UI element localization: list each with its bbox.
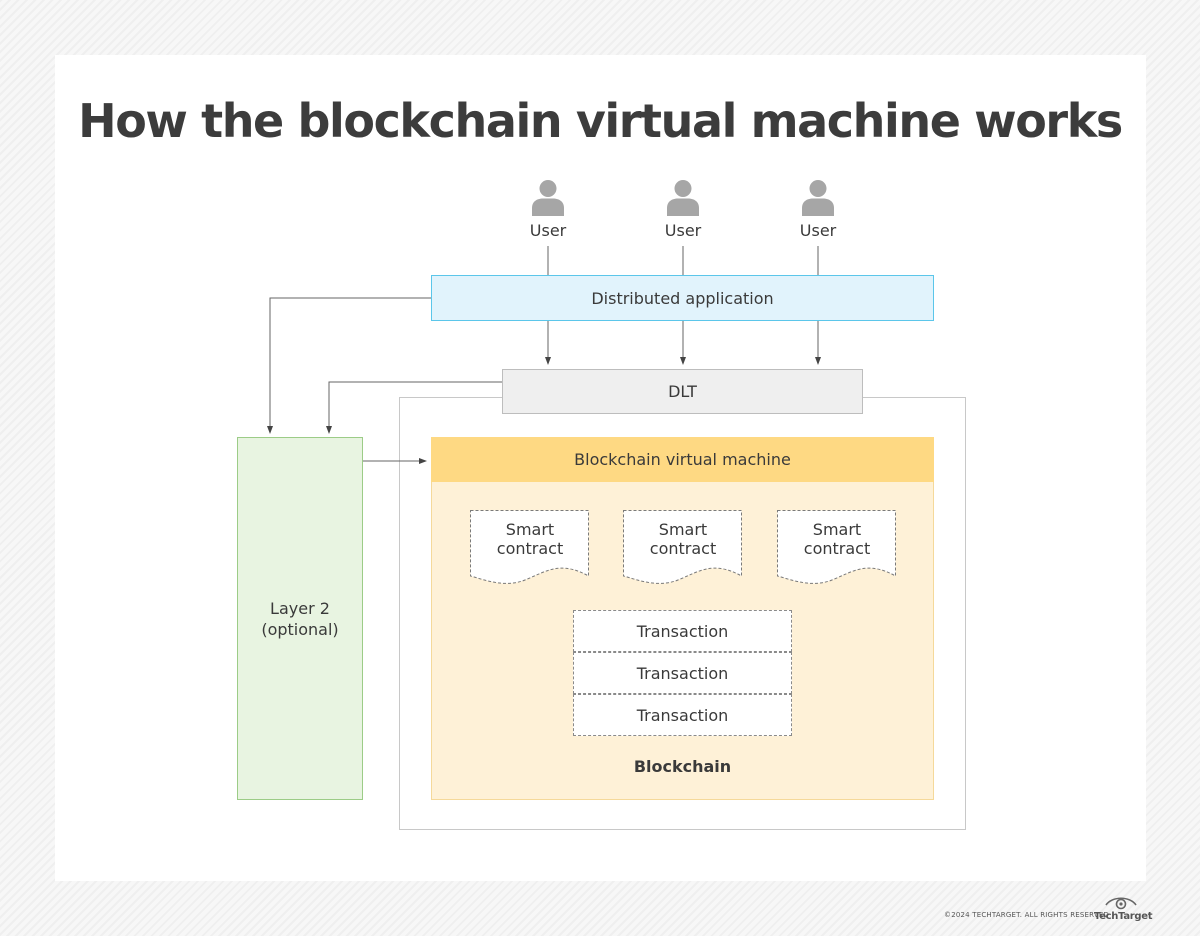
user-label: User <box>664 221 702 240</box>
layer2-optional-label: (optional) <box>261 619 339 639</box>
document-shape-icon <box>470 510 589 584</box>
smart-contract-label: contract <box>649 539 717 558</box>
blockchain-label: Blockchain <box>633 757 732 776</box>
dlt-label: DLT <box>668 382 697 401</box>
distributed-application-label: Distributed application <box>591 288 774 308</box>
bvm-label: Blockchain virtual machine <box>574 450 791 469</box>
user-2: User <box>653 179 713 240</box>
dlt-box: DLT <box>502 369 863 414</box>
transaction-label: Transaction <box>636 663 729 683</box>
user-icon <box>532 180 564 216</box>
copyright-notice: ©2024 TECHTARGET. ALL RIGHTS RESERVED <box>944 911 1110 919</box>
transaction-row-1: Transaction <box>573 610 792 652</box>
user-icon <box>667 180 699 216</box>
smart-contract-label: Smart <box>505 520 555 539</box>
smart-contract-label: contract <box>803 539 871 558</box>
smart-contract-label: contract <box>496 539 564 558</box>
smart-contract-3: Smart contract <box>777 510 897 590</box>
app-to-layer2-arrow <box>267 297 431 434</box>
brand-name: TechTarget <box>1094 911 1153 922</box>
eye-logo-icon <box>1105 897 1137 910</box>
layer2-label: Layer 2 <box>270 598 330 618</box>
document-shape-icon <box>777 510 896 584</box>
transaction-row-3: Transaction <box>573 694 792 736</box>
smart-contract-label: Smart <box>812 520 862 539</box>
transaction-label: Transaction <box>636 621 729 641</box>
layer2-box: Layer 2 (optional) <box>237 437 363 800</box>
smart-contract-label: Smart <box>658 520 708 539</box>
user-label: User <box>529 221 567 240</box>
dlt-to-layer2-arrow <box>326 381 502 434</box>
user-3: User <box>788 179 848 240</box>
user-icon <box>802 180 834 216</box>
user-1: User <box>518 179 578 240</box>
transaction-label: Transaction <box>636 705 729 725</box>
blockchain-virtual-machine-box: Blockchain virtual machine <box>431 437 934 482</box>
document-shape-icon <box>623 510 742 584</box>
distributed-application-box: Distributed application <box>431 275 934 321</box>
user-label: User <box>799 221 837 240</box>
techtarget-logo: TechTarget <box>1094 895 1153 922</box>
page-title: How the blockchain virtual machine works <box>78 94 1123 148</box>
transaction-row-2: Transaction <box>573 652 792 694</box>
smart-contract-1: Smart contract <box>470 510 590 590</box>
smart-contract-2: Smart contract <box>623 510 743 590</box>
